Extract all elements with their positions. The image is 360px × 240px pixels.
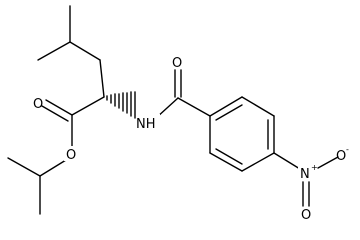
atom-label-nitro-o: O xyxy=(301,208,311,223)
atom-label-nitro-n: N xyxy=(300,167,310,182)
bond-ch2-alpha xyxy=(99,59,105,98)
charge-plus: + xyxy=(311,163,318,172)
atom-label-ester-carbonyl-o: O xyxy=(33,97,43,112)
atom-label-ester-o: O xyxy=(66,148,76,163)
bonds xyxy=(7,5,339,215)
bond-ester-co-2 xyxy=(41,105,69,122)
bond-ipr-me2 xyxy=(7,157,41,177)
bond-methyl-left xyxy=(37,41,71,61)
bond-n-ominus xyxy=(317,156,339,169)
bond-o-iprch xyxy=(39,159,67,177)
bond-alpha-ester-c xyxy=(71,96,105,116)
hashed-wedge-bond xyxy=(106,91,136,119)
benzene-ring xyxy=(209,96,275,172)
atom-label-nitro-o-minus: O xyxy=(336,149,346,164)
atom-labels: O O NH O N + O - O xyxy=(33,56,349,223)
bond-ring-no2 xyxy=(273,152,301,170)
bond-ester-co-1 xyxy=(45,99,73,116)
charge-minus: - xyxy=(346,145,349,154)
atom-label-nh: NH xyxy=(136,117,156,132)
chemical-structure: O O NH O N + O - O xyxy=(7,5,349,223)
bond-ch-ch2 xyxy=(69,41,101,61)
atom-label-amide-o: O xyxy=(172,56,182,71)
bond-amide-ring xyxy=(177,97,211,117)
